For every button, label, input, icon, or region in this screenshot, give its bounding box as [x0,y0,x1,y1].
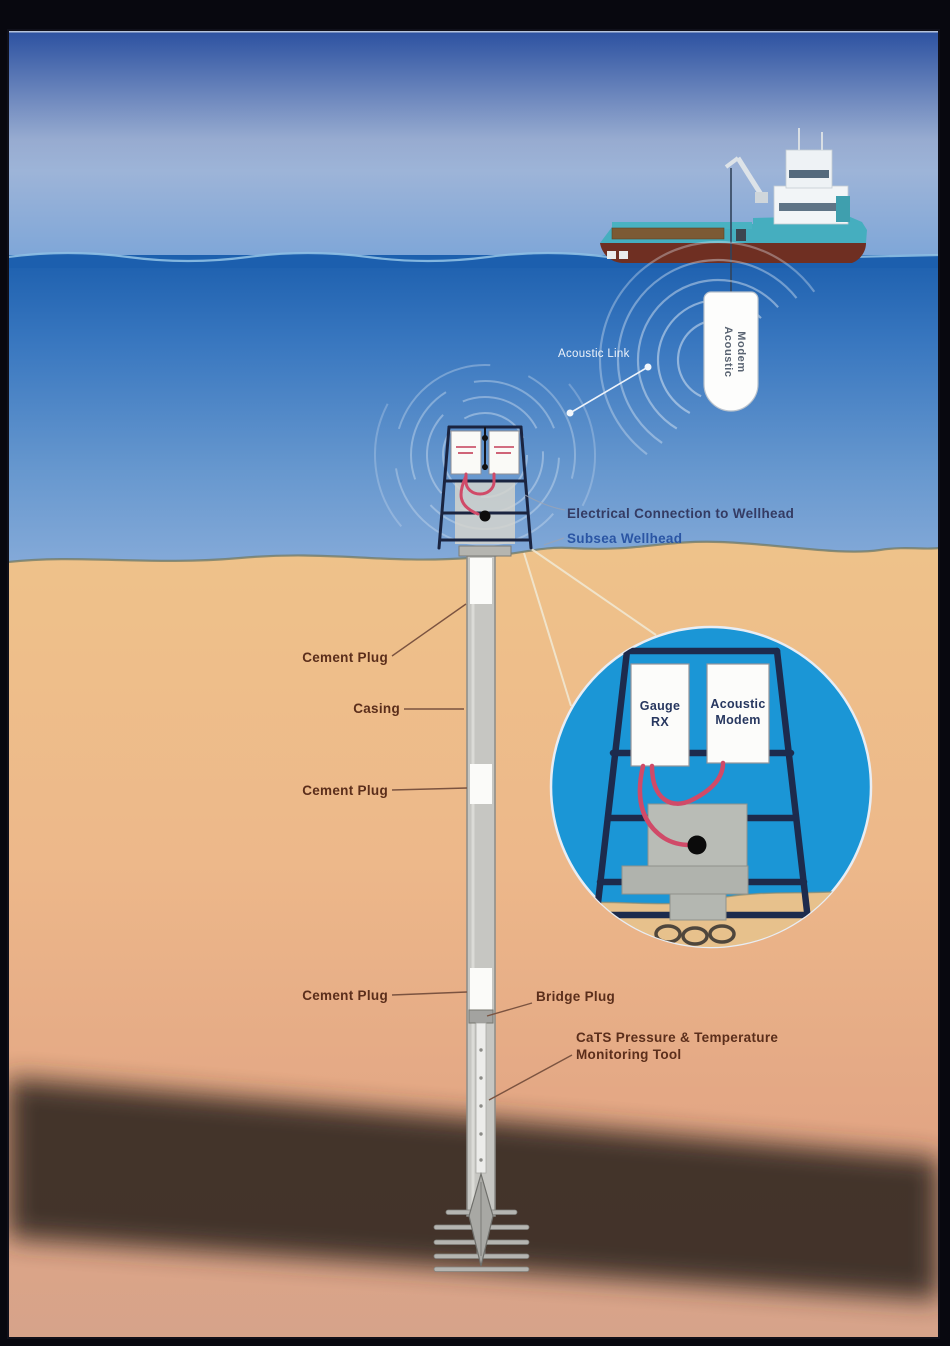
acoustic-link-label: Acoustic Link [558,348,630,360]
cement-plug-segment-3 [470,968,492,1010]
monitoring-tool-string [475,1022,487,1174]
wellhead-base-plate [458,545,512,557]
label-cement-plug-upper: Cement Plug [302,650,388,665]
subsea-wellhead-leader-line [543,537,565,546]
top-highlight-line [8,30,939,33]
inset-modem-label-line2: Modem [715,713,760,727]
acoustic-link-line [569,366,649,414]
capsule-label-line2: Modem [735,331,747,373]
wellhead-cable-loop [464,472,496,496]
cement-plug-segment-2 [470,764,492,804]
well-casing [466,555,496,1217]
seafloor-edge-line [8,540,939,564]
vessel-bridge-windows [789,170,829,178]
label-cement-plug-lower: Cement Plug [302,988,388,1003]
wellhead-top-fitting [482,435,488,441]
bridge-plug-segment [468,1009,494,1024]
supply-vessel [600,128,867,263]
wellhead-connector-dot [479,510,491,522]
acoustic-ripples-wellhead [374,344,596,566]
wellhead-cable-drop [459,474,480,516]
vessel-crane-boom [735,156,765,198]
acoustic-link-node-modem [644,363,652,371]
inner-frame-edge [7,29,940,1339]
inset-connector-dot [687,835,707,855]
vessel-bulwark [612,222,752,229]
cement-plug-segment-1 [470,558,492,604]
inset-gauge-box [630,663,690,767]
label-cats-line1: CaTS Pressure & Temperature [576,1030,778,1045]
electrical-leader-line [524,494,566,511]
label-cats-line2: Monitoring Tool [576,1047,681,1062]
inset-wellhead-connector [669,893,727,921]
inset-cable-loop [649,760,726,806]
inset-gauge-label-line2: RX [651,715,669,729]
vessel-crane-base [755,192,768,203]
acoustic-link: Acoustic Link [558,348,652,417]
wellhead-mid-fitting [482,464,488,470]
leader-cement-plug-lower [391,991,468,996]
vessel-deck-cargo [611,227,725,240]
inset-gauge-label-line1: Gauge [640,699,680,713]
inset-wellhead-flange [621,865,749,895]
tool-bottom-assembly [433,1171,530,1272]
leader-cats [488,1054,573,1101]
vessel-deck-gear [736,229,746,241]
vessel-window-band [779,203,841,211]
vessel-hull-lower [600,243,866,263]
leader-bridge-plug [486,1002,533,1017]
tool-string-sensors [479,1048,483,1162]
sea-surface-wave [8,253,939,268]
vessel-bridge [785,149,833,189]
capsule-body [703,291,759,412]
inset-callout-line-lower [523,552,572,707]
acoustic-modem-capsule-label: Acoustic Modem [722,326,747,377]
subsea-wellhead-structure [437,425,566,557]
label-subsea-wellhead: Subsea Wellhead [567,531,682,546]
label-bridge-plug: Bridge Plug [536,989,615,1004]
acoustic-link-node-wellhead [566,409,574,417]
capsule-label-line1: Acoustic [722,326,734,377]
vessel-crane-jib [724,156,740,169]
vessel-funnel [836,196,850,222]
mini-box-text-marks [456,446,514,454]
leader-cement-plug-upper [391,603,467,657]
vessel-stern-mark2 [619,251,628,259]
vessel-stern-mark [607,251,616,259]
label-cement-plug-middle: Cement Plug [302,783,388,798]
leader-cement-plug-middle [391,787,468,791]
well-labels: Cement Plug Casing Cement Plug Cement Pl… [302,603,778,1101]
inset-modem-label-line1: Acoustic [710,697,765,711]
inset-modem-box [706,663,770,764]
label-electrical-connection: Electrical Connection to Wellhead [567,506,794,521]
acoustic-modem-capsule: Acoustic Modem [703,291,759,412]
inset-cable-drop [637,763,693,848]
inset-callout-line-upper [529,547,657,636]
label-casing: Casing [353,701,400,716]
detail-inset-circle: Gauge RX Acoustic Modem [549,625,873,949]
